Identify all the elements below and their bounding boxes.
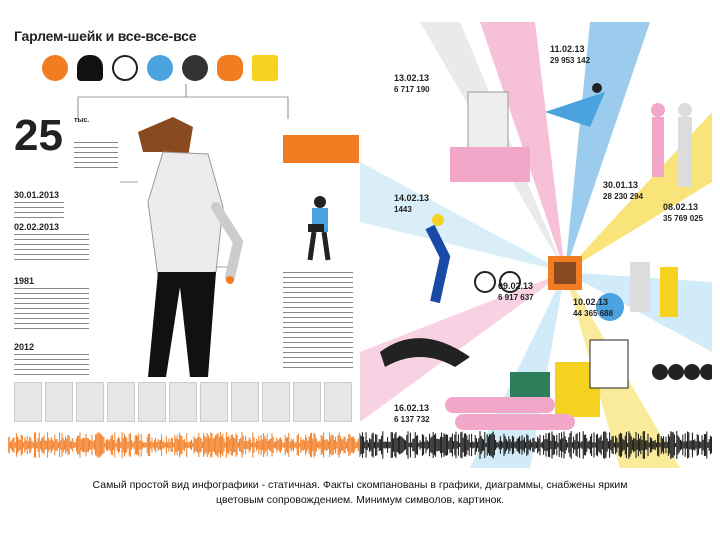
date-1: 30.01.2013 <box>14 190 60 200</box>
text-block <box>14 234 89 264</box>
dark-waveform <box>360 431 712 459</box>
stat-views: 6 717 190 <box>394 85 430 94</box>
video-frame <box>169 382 197 422</box>
video-frames-timeline <box>8 382 366 430</box>
orange-waveform <box>8 432 360 458</box>
video-frame <box>76 382 104 422</box>
stat-views: 28 230 294 <box>603 192 644 201</box>
year-1: 1981 <box>14 276 35 286</box>
video-frame <box>293 382 321 422</box>
stat-date: 30.01.13 <box>603 180 639 190</box>
infographic-spread: Гарлем-шейк и все-все-все 25 тыс. 30.01.… <box>8 22 712 468</box>
ray-burst <box>360 22 712 468</box>
page-title: Гарлем-шейк и все-все-все <box>14 28 197 44</box>
mask-row <box>42 55 278 81</box>
big-number-suffix: тыс. <box>74 117 90 124</box>
stat-date: 14.02.13 <box>394 193 430 203</box>
video-frame <box>14 382 42 422</box>
stat-views: 6 137 732 <box>394 415 430 424</box>
video-frame <box>45 382 73 422</box>
text-block <box>14 354 89 376</box>
caption-line-1: Самый простой вид инфографики - статична… <box>92 479 628 491</box>
astronaut-icon <box>147 55 173 81</box>
right-page: 11.02.13 29 953 142 13.02.13 6 717 190 3… <box>360 22 712 468</box>
horse-dancer-illustration <box>138 117 244 377</box>
year-2: 2012 <box>14 342 35 352</box>
text-block <box>14 202 64 218</box>
figures-illustration <box>380 83 712 430</box>
text-block <box>74 142 118 172</box>
orange-callout <box>283 135 359 163</box>
video-frame <box>200 382 228 422</box>
laptop-person-illustration <box>307 196 331 261</box>
stat-date: 13.02.13 <box>394 73 430 83</box>
stat-views: 35 769 025 <box>663 214 704 223</box>
stormtrooper-icon <box>112 55 138 81</box>
stat-date: 11.02.13 <box>550 44 585 54</box>
video-frame <box>324 382 352 422</box>
text-block <box>283 272 353 372</box>
stat-date: 08.02.13 <box>663 202 699 212</box>
video-frame <box>262 382 290 422</box>
balaclava-icon <box>77 55 103 81</box>
stat-date: 09.02.13 <box>498 281 534 291</box>
bear-mask-icon <box>42 55 68 81</box>
robot-mask-icon <box>252 55 278 81</box>
video-frame <box>231 382 259 422</box>
stat-views: 44 365 688 <box>573 309 614 318</box>
stat-date: 16.02.13 <box>394 403 430 413</box>
stat-date: 10.02.13 <box>573 297 609 307</box>
wrestler-mask-icon <box>217 55 243 81</box>
video-frame <box>107 382 135 422</box>
stat-views: 6 917 637 <box>498 293 534 302</box>
caption-line-2: цветовым сопровождением. Минимум символо… <box>216 494 504 506</box>
left-page: Гарлем-шейк и все-все-все 25 тыс. 30.01.… <box>8 22 360 468</box>
stat-views: 29 953 142 <box>550 56 591 65</box>
date-2: 02.02.2013 <box>14 222 60 232</box>
gasmask-icon <box>182 55 208 81</box>
video-frame <box>138 382 166 422</box>
big-number: 25 <box>14 111 63 160</box>
stat-views: 1443 <box>394 205 412 214</box>
slide-caption: Самый простой вид инфографики - статична… <box>30 478 690 508</box>
text-block <box>14 288 89 333</box>
